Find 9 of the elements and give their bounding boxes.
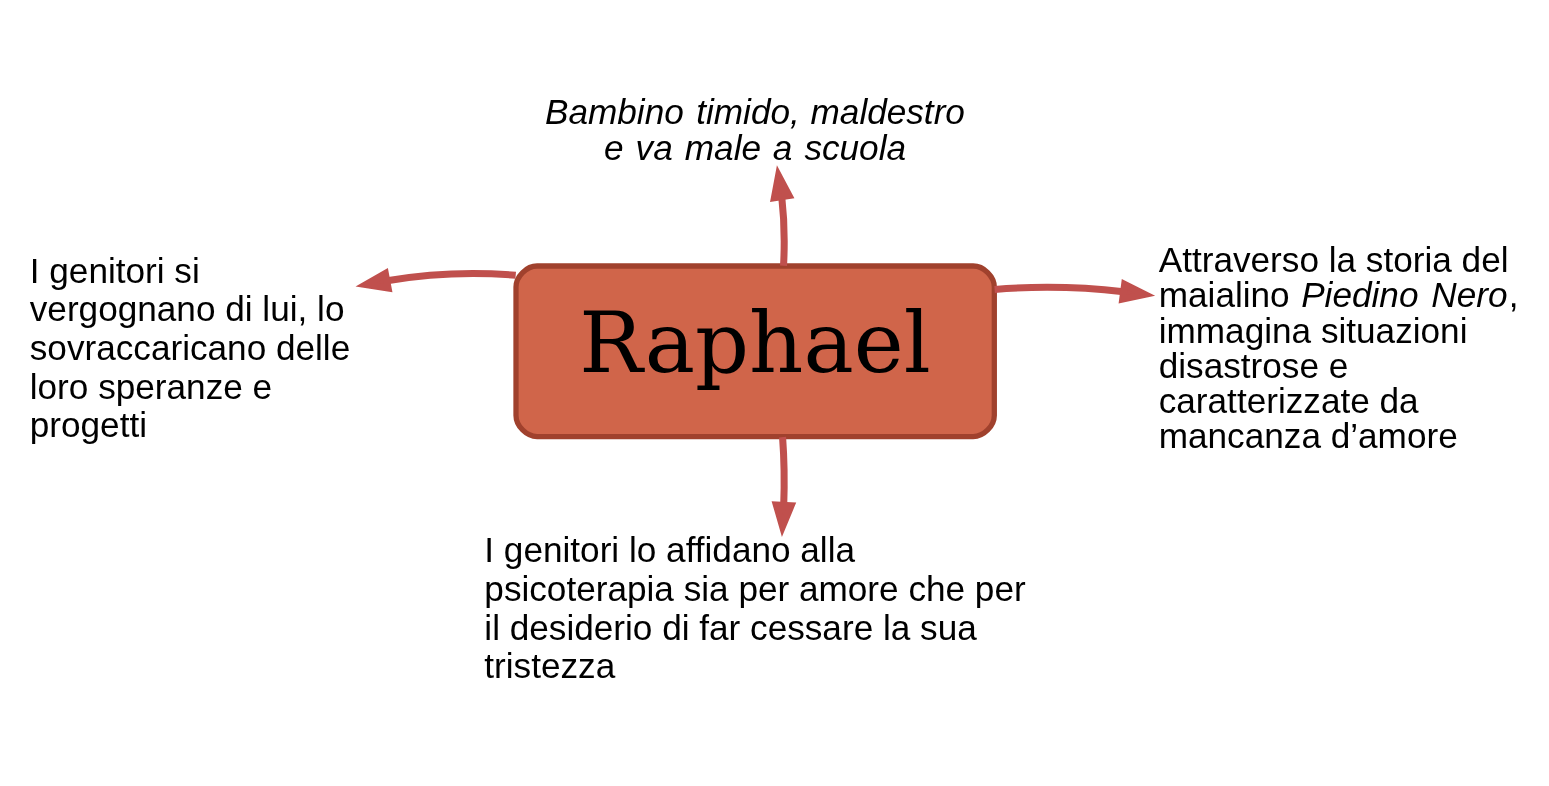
arrow <box>994 278 1156 304</box>
node-text: Bambino timido, maldestro e va male a scuola <box>545 91 965 167</box>
node-box: Raphael <box>513 262 997 439</box>
node-text: Attraverso la storia del maialino Piedino Nero, immagina situazioni disastrose e caratterizzate da mancanza d’amore <box>1158 239 1519 455</box>
arrow <box>771 436 797 537</box>
arrow <box>355 267 516 292</box>
arrow <box>770 164 795 266</box>
node-text: I genitori lo affidano alla psicoterapia sia per amore che per il desiderio di far cessare la sua tristezza <box>484 529 1026 685</box>
node-text: I genitori si vergognano di lui, lo sovraccaricano delle loro speranze e progetti <box>29 250 351 444</box>
